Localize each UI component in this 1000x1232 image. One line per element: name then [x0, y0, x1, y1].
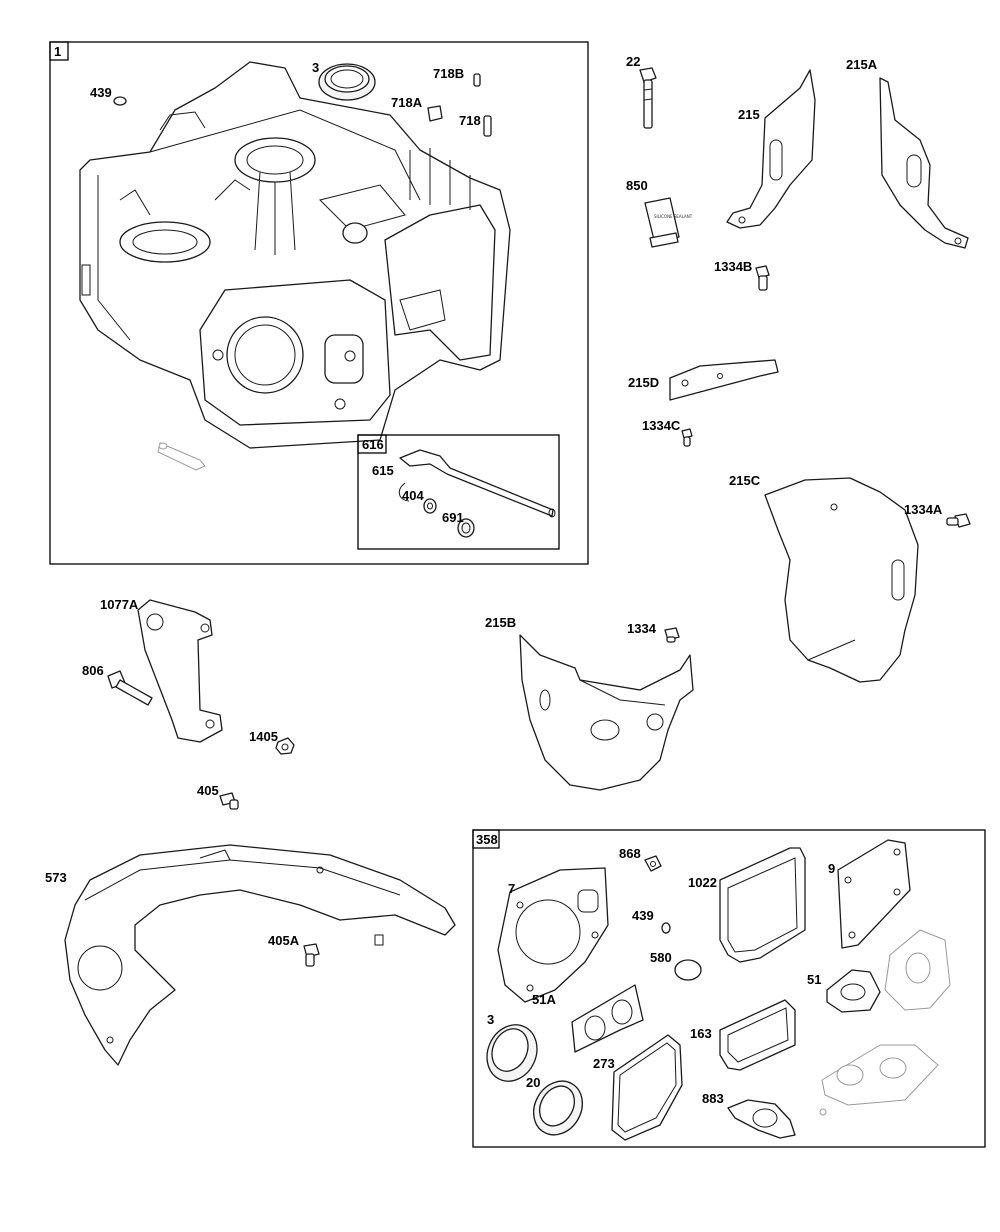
- part-1334B-screw[interactable]: [755, 265, 770, 291]
- part-7-head-gasket[interactable]: [497, 867, 609, 1003]
- part-405A-screw[interactable]: [303, 943, 320, 967]
- part-215-baffle[interactable]: [726, 69, 816, 229]
- label-215B: 215B: [485, 615, 516, 630]
- engine-block-frame: [49, 41, 589, 565]
- part-868-plug[interactable]: [644, 855, 662, 872]
- part-883-gasket[interactable]: [727, 1099, 796, 1139]
- label-439-gasket: 439: [632, 908, 654, 923]
- part-1334A-screw[interactable]: [946, 513, 971, 528]
- label-1334C: 1334C: [642, 418, 681, 433]
- label-439: 439: [90, 85, 112, 100]
- part-breather-fitting[interactable]: [157, 442, 206, 471]
- part-20-seal[interactable]: [524, 1072, 592, 1143]
- part-51-gasket[interactable]: [826, 969, 881, 1013]
- part-exhaust-gasket-faint[interactable]: [819, 1044, 939, 1116]
- part-718A-bushing[interactable]: [427, 105, 443, 122]
- label-806: 806: [82, 663, 104, 678]
- label-850: 850: [626, 178, 648, 193]
- gasket-set-frame: [472, 829, 986, 1148]
- label-1405: 1405: [249, 729, 278, 744]
- part-580-oring[interactable]: [674, 959, 702, 981]
- part-9-gasket[interactable]: [837, 839, 911, 949]
- label-405A: 405A: [268, 933, 300, 948]
- part-439-gasket-washer[interactable]: [661, 922, 671, 934]
- label-215: 215: [738, 107, 760, 122]
- label-1334A: 1334A: [904, 502, 943, 517]
- label-1334B: 1334B: [714, 259, 752, 274]
- label-883: 883: [702, 1091, 724, 1106]
- part-273-gasket[interactable]: [611, 1034, 683, 1141]
- part-22-bolt[interactable]: [639, 67, 657, 129]
- group-engine-block: 1 439: [49, 41, 589, 565]
- part-215D-bracket[interactable]: [669, 359, 779, 401]
- label-51A: 51A: [532, 992, 556, 1007]
- part-1022-cover-gasket[interactable]: [719, 847, 806, 963]
- engine-block-tag-box: [49, 41, 69, 61]
- label-718: 718: [459, 113, 481, 128]
- part-governor-shaft[interactable]: [399, 449, 556, 518]
- governor-tag-box: [357, 434, 387, 454]
- label-7: 7: [508, 881, 515, 896]
- part-718B-pin[interactable]: [473, 73, 481, 87]
- part-3-gasket-seal[interactable]: [478, 1017, 546, 1090]
- part-1405-nut[interactable]: [275, 737, 295, 755]
- label-22: 22: [626, 54, 640, 69]
- part-404-washer[interactable]: [423, 498, 437, 514]
- part-215C-shroud[interactable]: [764, 477, 919, 683]
- part-718-dowel[interactable]: [483, 115, 492, 137]
- engine-crankcase[interactable]: [79, 61, 511, 449]
- label-404: 404: [402, 488, 424, 503]
- part-1334-screw[interactable]: [664, 627, 680, 643]
- part-215B-baffle[interactable]: [519, 634, 694, 791]
- part-691-seal[interactable]: [457, 518, 475, 538]
- label-51: 51: [807, 972, 821, 987]
- label-615: 615: [372, 463, 394, 478]
- label-215D: 215D: [628, 375, 659, 390]
- part-850-sealant-tube[interactable]: SILICONE SEALANT: [644, 197, 693, 248]
- label-215A: 215A: [846, 57, 878, 72]
- label-1077A: 1077A: [100, 597, 139, 612]
- label-3-gasket: 3: [487, 1012, 494, 1027]
- label-163: 163: [690, 1026, 712, 1041]
- part-1077A-bracket[interactable]: [137, 599, 223, 743]
- part-163-gasket[interactable]: [719, 999, 796, 1071]
- part-573-blower-housing[interactable]: [64, 844, 456, 1066]
- label-718B: 718B: [433, 66, 464, 81]
- part-51A-gasket[interactable]: [571, 984, 644, 1053]
- governor-frame: [357, 434, 560, 550]
- part-215A-baffle[interactable]: [879, 77, 969, 249]
- part-intake-gasket-faint[interactable]: [884, 929, 951, 1011]
- label-3: 3: [312, 60, 319, 75]
- label-1022: 1022: [688, 875, 717, 890]
- label-1334: 1334: [627, 621, 657, 636]
- label-718A: 718A: [391, 95, 423, 110]
- part-615-clip[interactable]: [398, 482, 410, 502]
- label-580: 580: [650, 950, 672, 965]
- gasket-set-tag-box: [472, 829, 500, 849]
- part-806-bolt[interactable]: [107, 670, 153, 706]
- label-691: 691: [442, 510, 464, 525]
- label-273: 273: [593, 1056, 615, 1071]
- governor-tag: 616: [362, 437, 384, 452]
- label-20: 20: [526, 1075, 540, 1090]
- part-1334C-screw[interactable]: [681, 428, 693, 447]
- label-215C: 215C: [729, 473, 761, 488]
- label-9: 9: [828, 861, 835, 876]
- gasket-set-tag: 358: [476, 832, 498, 847]
- tube-text: SILICONE SEALANT: [654, 214, 693, 219]
- group-governor: 616 615 404 691: [357, 434, 560, 550]
- part-3-oil-seal[interactable]: [318, 63, 376, 101]
- label-573: 573: [45, 870, 67, 885]
- engine-block-tag: 1: [54, 44, 61, 59]
- label-405: 405: [197, 783, 219, 798]
- part-405-screw[interactable]: [219, 792, 239, 810]
- group-gasket-set: 358 7 868 439 580 1022: [472, 829, 986, 1148]
- label-868: 868: [619, 846, 641, 861]
- part-439-washer[interactable]: [113, 96, 127, 106]
